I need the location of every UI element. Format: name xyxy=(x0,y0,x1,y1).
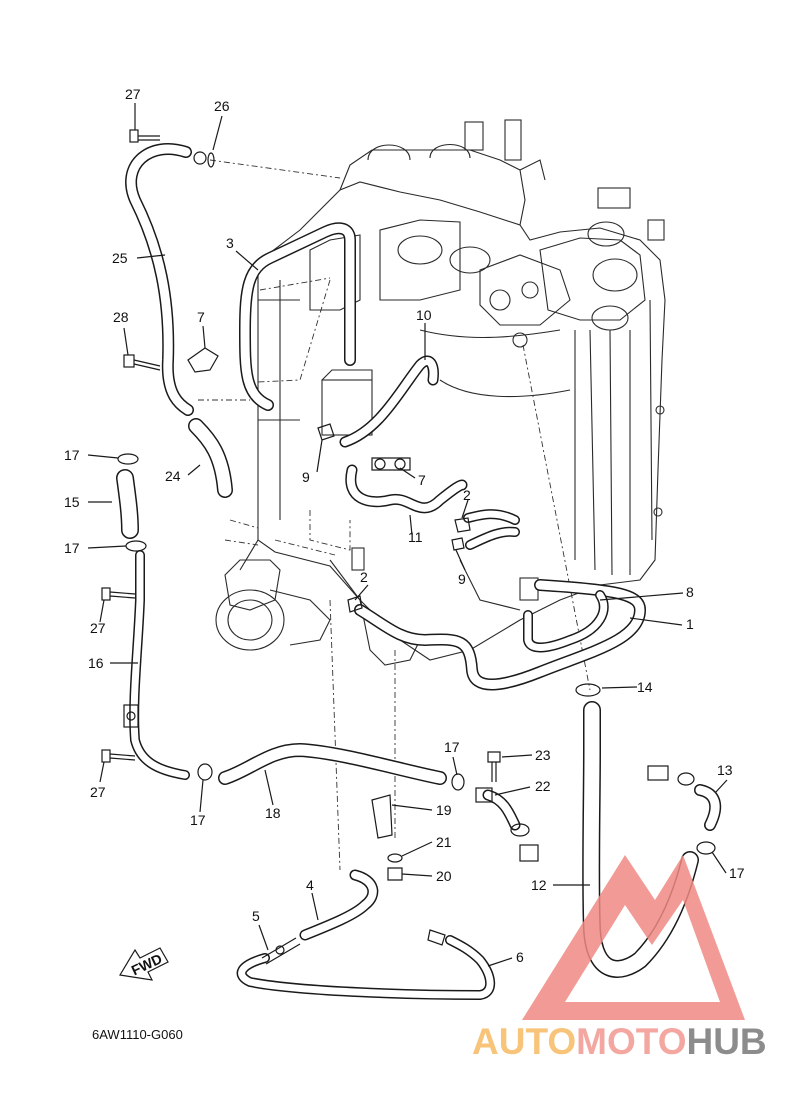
callout-26: 26 xyxy=(214,98,230,114)
fwd-arrow-icon xyxy=(119,947,169,981)
callout-1: 1 xyxy=(686,616,694,632)
callout-25: 25 xyxy=(112,250,128,266)
callout-12: 12 xyxy=(531,877,547,893)
callout-labels: 27 26 3 25 28 7 10 17 24 9 7 2 15 11 17 … xyxy=(64,86,745,1042)
watermark-logo xyxy=(522,855,745,1020)
watermark-part-1: AUTO xyxy=(472,1021,577,1062)
small-parts xyxy=(101,129,716,981)
callout-15: 15 xyxy=(64,494,80,510)
callout-6: 6 xyxy=(516,949,524,965)
callout-13: 13 xyxy=(717,762,733,778)
callout-27-low: 27 xyxy=(90,784,106,800)
callout-7-lower: 7 xyxy=(418,472,426,488)
callout-4: 4 xyxy=(306,877,314,893)
diagram-code: 6AW1110-G060 xyxy=(92,1027,183,1042)
leader-lines xyxy=(87,103,728,967)
callout-8: 8 xyxy=(686,584,694,600)
callout-18: 18 xyxy=(265,805,281,821)
callout-17-c: 17 xyxy=(444,739,460,755)
callout-3: 3 xyxy=(226,235,234,251)
callout-16: 16 xyxy=(88,655,104,671)
callout-17-a: 17 xyxy=(64,447,80,463)
callout-17-d: 17 xyxy=(190,812,206,828)
callout-27-mid: 27 xyxy=(90,620,106,636)
callout-17-e: 17 xyxy=(729,865,745,881)
watermark-part-2: MOTO xyxy=(576,1021,687,1062)
callout-2-left: 2 xyxy=(360,569,368,585)
callout-27-top: 27 xyxy=(125,86,141,102)
callout-22: 22 xyxy=(535,778,551,794)
callout-9-right: 9 xyxy=(458,571,466,587)
callout-10: 10 xyxy=(416,307,432,323)
watermark-triangle xyxy=(522,855,745,1020)
engine-block xyxy=(215,119,666,666)
callout-28: 28 xyxy=(113,309,129,325)
callout-11: 11 xyxy=(408,529,423,545)
callout-20: 20 xyxy=(436,868,452,884)
watermark-part-3: HUB xyxy=(686,1021,767,1062)
watermark-text: AUTOMOTOHUB xyxy=(472,1020,800,1064)
reference-lines xyxy=(198,159,591,871)
callout-7-upper: 7 xyxy=(197,309,205,325)
callout-9-left: 9 xyxy=(302,469,310,485)
callout-21: 21 xyxy=(436,834,452,850)
callout-2-right: 2 xyxy=(463,487,471,503)
callout-5: 5 xyxy=(252,908,260,924)
callout-24: 24 xyxy=(165,468,181,484)
callout-17-b: 17 xyxy=(64,540,80,556)
callout-14: 14 xyxy=(637,679,653,695)
callout-23: 23 xyxy=(535,747,551,763)
fwd-label: FWD xyxy=(129,950,165,978)
callout-19: 19 xyxy=(436,802,452,818)
